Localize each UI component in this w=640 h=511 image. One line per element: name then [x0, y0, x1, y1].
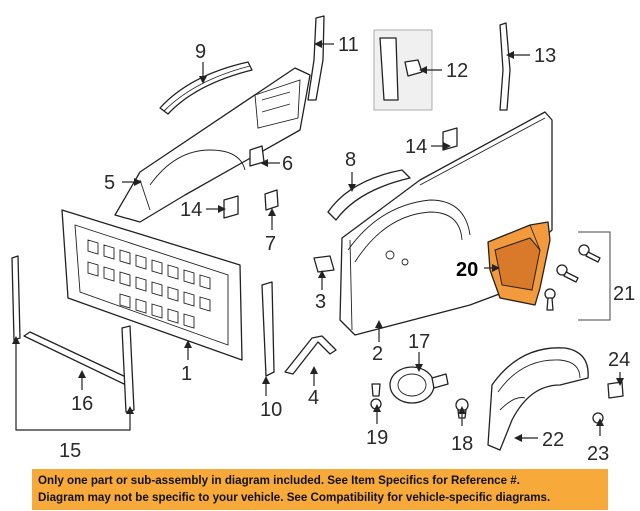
callout-2: 2: [372, 343, 383, 365]
callout-22: 22: [542, 429, 564, 451]
part-1-front-panel: [61, 209, 243, 361]
callout-10: 10: [260, 399, 282, 421]
part-16-long-strip: [23, 331, 129, 385]
panel-grid: [87, 239, 211, 329]
callout-labels: 9 11 12 13 5 6 14 14 8 7 3 2 20 21 1 10 …: [59, 34, 635, 465]
part-9-wheelhouse-strip: [159, 61, 253, 115]
callout-3: 3: [315, 291, 326, 313]
part-10-post: [261, 281, 275, 377]
part-22-wheelhouse-liner: [487, 347, 589, 451]
disclaimer-line-1: Only one part or sub-assembly in diagram…: [38, 474, 520, 487]
part-7-clip: [264, 189, 279, 211]
part-3-bracket: [313, 255, 335, 273]
callout-7: 7: [265, 233, 276, 255]
callout-12: 12: [446, 60, 468, 82]
part-4-lower-strip: [284, 335, 337, 375]
part-19-bolt: [370, 383, 382, 410]
callout-23: 23: [587, 443, 609, 465]
part-5-inner-side-panel: [114, 67, 311, 223]
part-8-fender-flare: [327, 169, 411, 221]
callout-16: 16: [71, 393, 93, 415]
leader-lines: [12, 40, 624, 442]
callout-1: 1: [181, 363, 192, 385]
callout-8: 8: [345, 149, 356, 171]
part-20-highlighted-extension: [487, 221, 551, 306]
part-11-corner-post: [307, 15, 325, 101]
callout-9: 9: [195, 41, 206, 63]
disclaimer-line-2: Diagram may not be specific to your vehi…: [38, 491, 551, 504]
callout-4: 4: [308, 387, 319, 409]
callout-5: 5: [104, 172, 115, 194]
callout-6: 6: [282, 153, 293, 175]
part-12-bracket-group: [373, 29, 433, 111]
callout-20: 20: [456, 259, 478, 281]
callout-18: 18: [451, 433, 473, 455]
disclaimer-banner: Only one part or sub-assembly in diagram…: [32, 469, 608, 510]
part-13-rear-strip: [499, 22, 511, 111]
callout-15: 15: [59, 440, 81, 462]
part-15-strips: [11, 255, 135, 413]
part-14a-pad: [223, 195, 239, 219]
callout-13: 13: [534, 45, 556, 67]
part-21-fastener-group: [544, 231, 611, 321]
callout-14-right: 14: [405, 136, 427, 158]
callout-21: 21: [613, 283, 635, 305]
callout-11: 11: [338, 34, 359, 56]
callout-19: 19: [366, 427, 388, 449]
part-24-clip: [607, 381, 624, 399]
callout-24: 24: [608, 349, 630, 371]
callout-17: 17: [408, 331, 430, 353]
callout-14-left: 14: [180, 199, 202, 221]
part-17-fuel-door: [389, 366, 449, 404]
